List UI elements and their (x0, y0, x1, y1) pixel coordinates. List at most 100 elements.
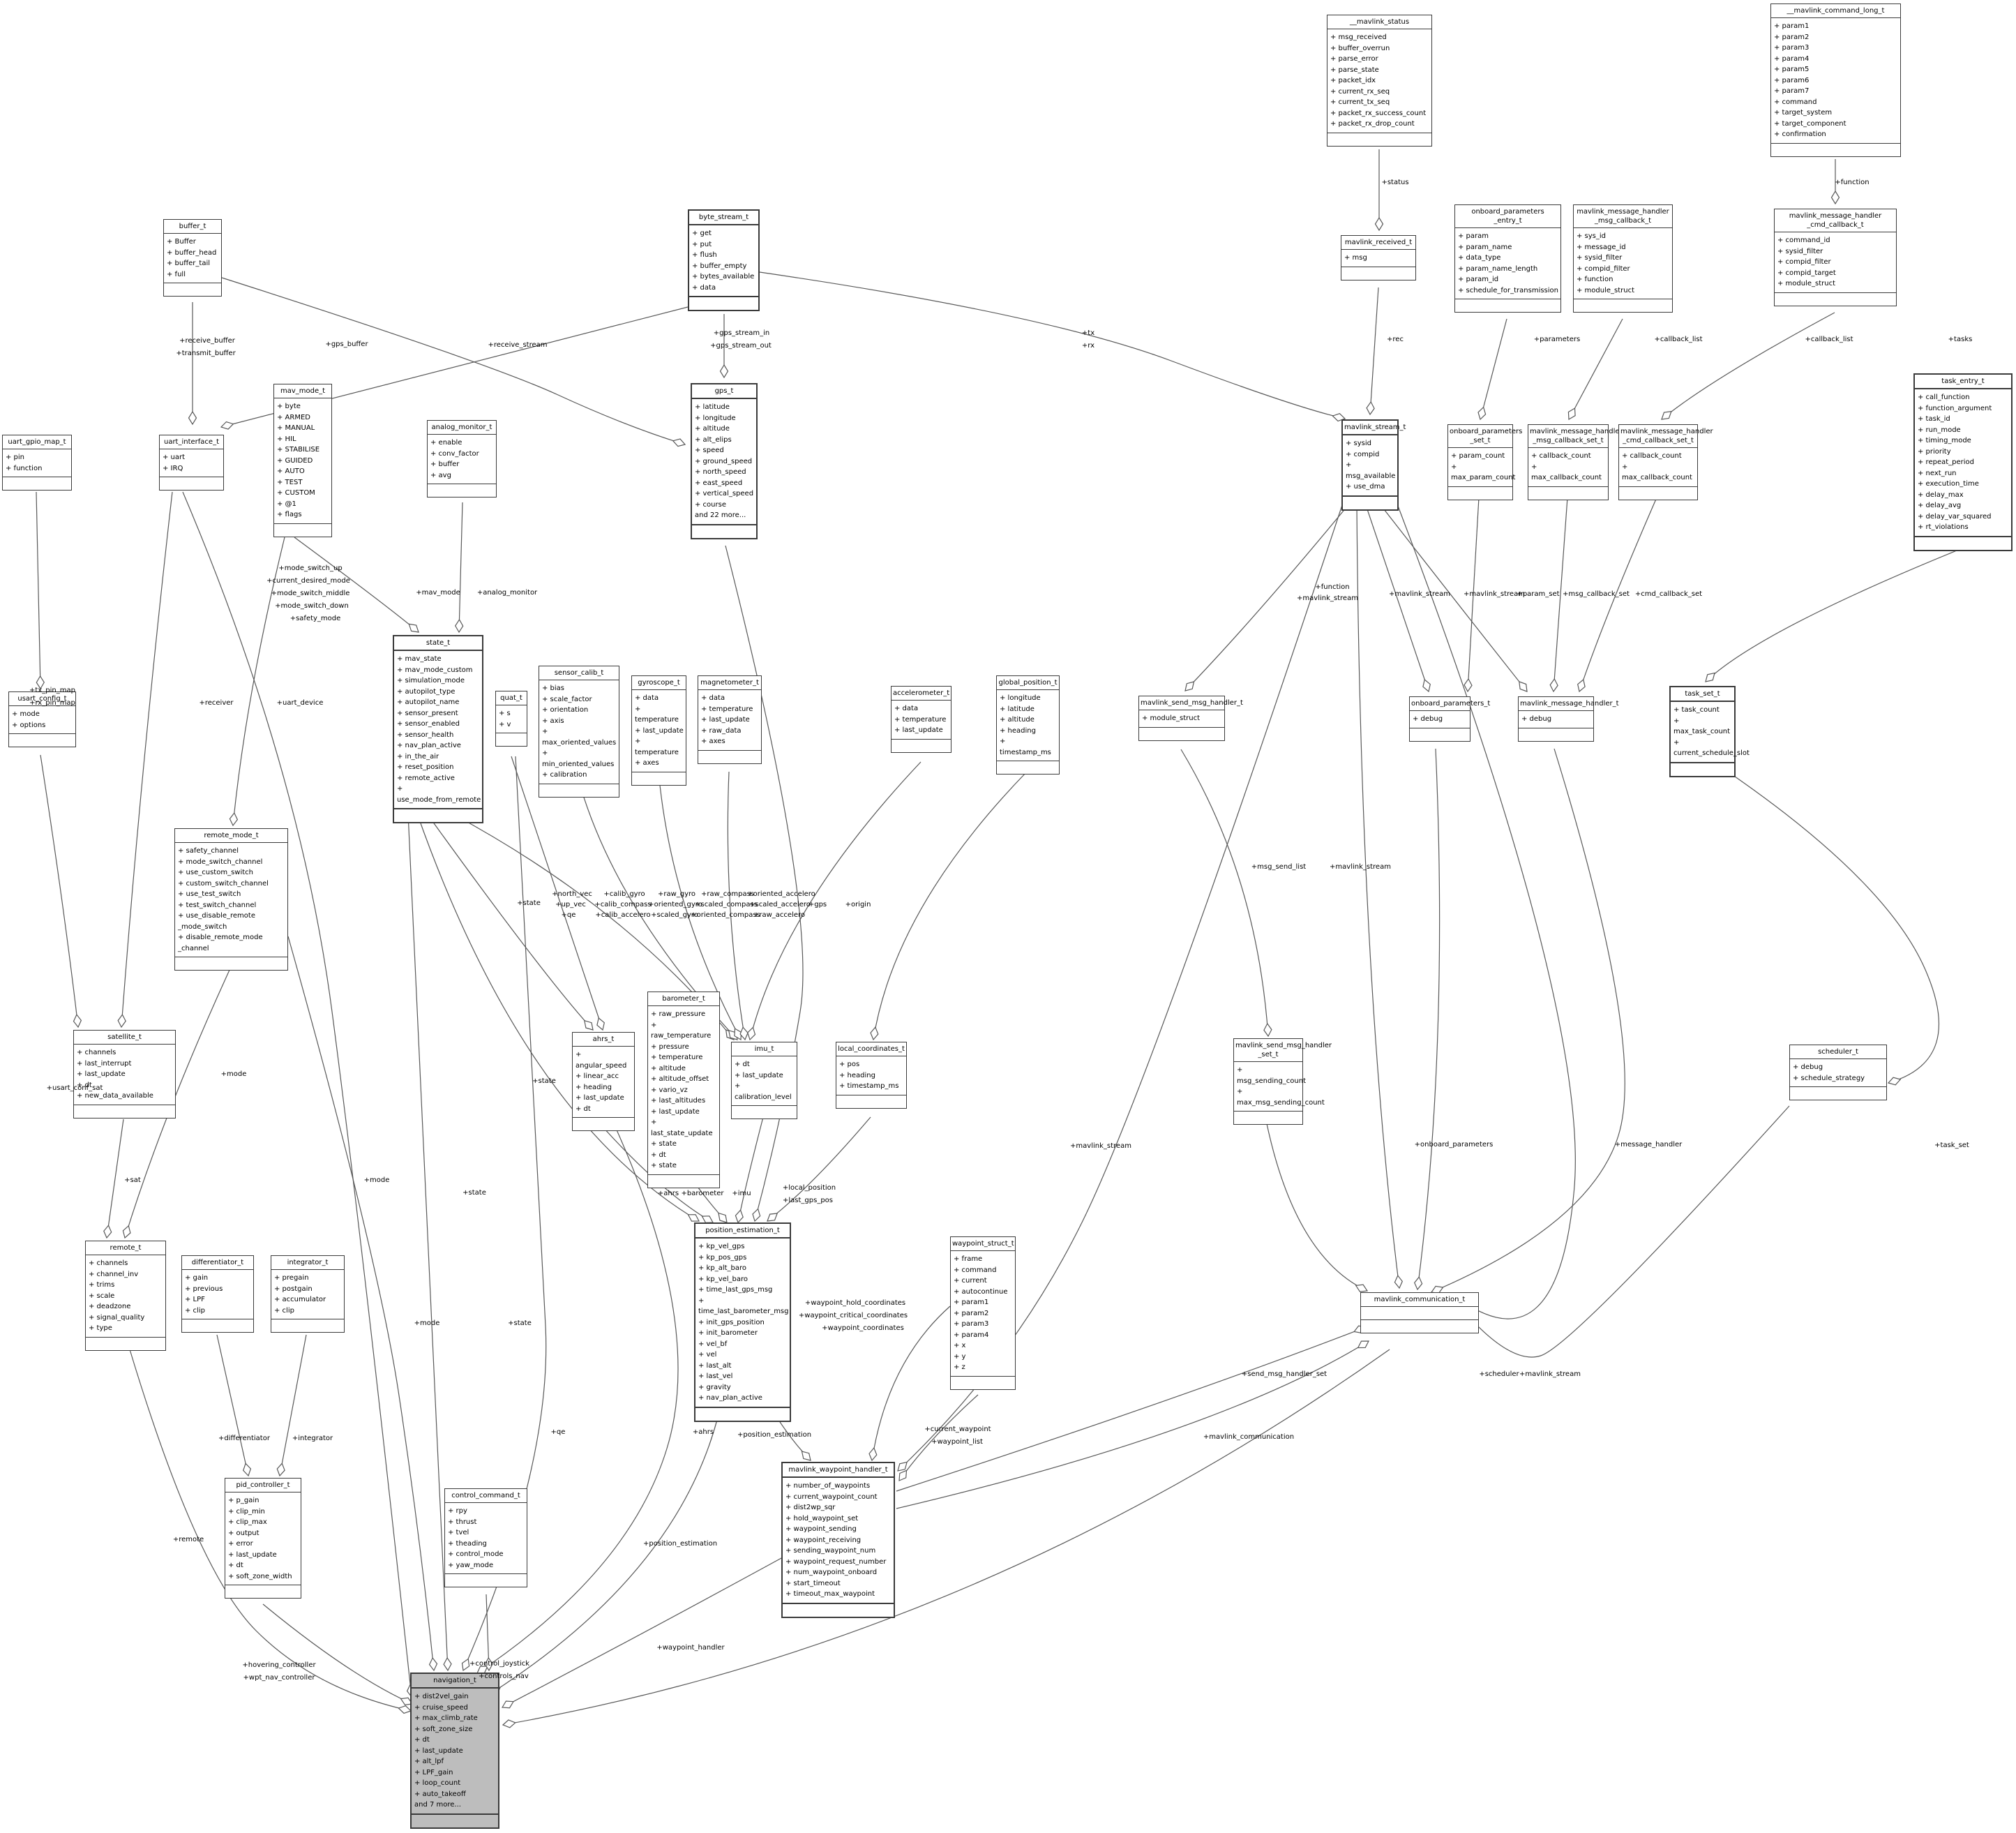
attribute-line: + debug (1793, 1063, 1823, 1071)
edge-label: +state (462, 1189, 486, 1197)
class-box-pid-controller-t[interactable]: pid_controller_t+ p_gain+ clip_min+ clip… (225, 1478, 301, 1599)
operations-compartment (496, 733, 527, 746)
attribute-line: + parse_state (1330, 66, 1379, 74)
class-box-mavlink-communication-t[interactable]: mavlink_communication_t (1360, 1292, 1479, 1333)
class-box-onboard-parameters-entry-t[interactable]: onboard_parameters _entry_t+ param+ para… (1454, 204, 1561, 313)
class-box-global-position-t[interactable]: global_position_t+ longitude+ latitude+ … (996, 675, 1060, 775)
class-box-mavlink-status[interactable]: __mavlink_status+ msg_received+ buffer_o… (1327, 15, 1432, 147)
connector-remote-t-to-navigation-t (129, 1349, 412, 1712)
aggregation-diamond-icon (1477, 406, 1487, 421)
attribute-line: + calibration_level (735, 1082, 792, 1101)
class-box-waypoint-struct-t[interactable]: waypoint_struct_t+ frame+ command+ curre… (950, 1236, 1016, 1390)
attribute-line: + start_timeout (785, 1579, 841, 1587)
class-box-analog-monitor-t[interactable]: analog_monitor_t+ enable+ conv_factor+ b… (427, 420, 497, 497)
class-box-byte-stream-t[interactable]: byte_stream_t+ get+ put+ flush+ buffer_e… (688, 209, 760, 311)
class-box-remote-mode-t[interactable]: remote_mode_t+ safety_channel+ mode_swit… (174, 828, 288, 971)
edge-label: +tasks (1948, 336, 1973, 343)
attribute-line: + target_component (1774, 119, 1846, 128)
attribute-list: + task_count+ max_task_count+ current_sc… (1671, 702, 1750, 763)
class-box-uart-gpio-map-t[interactable]: uart_gpio_map_t+ pin+ function (2, 435, 72, 491)
edge-label: +msg_send_list (1251, 863, 1307, 871)
class-box-mavlink-send-msg-handler-set-t[interactable]: mavlink_send_msg_handler _set_t+ msg_sen… (1233, 1038, 1332, 1125)
attribute-line: + use_mode_from_remote (397, 785, 481, 804)
attribute-line: + param2 (1774, 33, 1810, 41)
class-box-mavlink-message-handler-cmd-callback-t[interactable]: mavlink_message_handler _cmd_callback_t+… (1774, 209, 1897, 306)
class-box-position-estimation-t[interactable]: position_estimation_t+ kp_vel_gps+ kp_po… (694, 1222, 791, 1422)
class-box-onboard-parameters-t[interactable]: onboard_parameters_t+ debug (1409, 696, 1490, 742)
class-box-mavlink-message-handler-msg-callback-set-t[interactable]: mavlink_message_handler _msg_callback_se… (1528, 424, 1623, 500)
connector-mavlink-stream-t-to-onboard-parameters-t (1364, 502, 1429, 692)
operations-compartment (1775, 293, 1896, 306)
attribute-line: + timeout_max_waypoint (785, 1590, 875, 1598)
attribute-line: + kp_vel_baro (698, 1275, 749, 1283)
class-box-state-t[interactable]: state_t+ mav_state+ mav_mode_custom+ sim… (393, 635, 483, 823)
attribute-line: + sysid (1346, 440, 1372, 447)
class-box-mavlink-received-t[interactable]: mavlink_received_t+ msg (1341, 235, 1416, 280)
class-box-quat-t[interactable]: quat_t+ s+ v (495, 691, 527, 747)
connector-uart-gpio-map-t-to-usart-config-t (36, 491, 41, 689)
class-box-mav-mode-t[interactable]: mav_mode_t+ byte+ ARMED+ MANUAL+ HIL+ ST… (273, 384, 332, 537)
class-box-satellite-t[interactable]: satellite_t+ channels+ last_interrupt+ l… (73, 1030, 176, 1118)
class-box-differentiator-t[interactable]: differentiator_t+ gain+ previous+ LPF+ c… (181, 1255, 254, 1333)
attribute-list: + p_gain+ clip_min+ clip_max+ output+ er… (225, 1492, 301, 1585)
class-box-scheduler-t[interactable]: scheduler_t+ debug+ schedule_strategy (1789, 1045, 1887, 1100)
attribute-line: + time_last_gps_msg (698, 1286, 773, 1294)
class-box-mavlink-stream-t[interactable]: mavlink_stream_t+ sysid+ compid+ msg_ava… (1341, 419, 1406, 511)
class-box-imu-t[interactable]: imu_t+ dt+ last_update+ calibration_leve… (731, 1042, 797, 1119)
class-box-onboard-parameters-set-t[interactable]: onboard_parameters _set_t+ param_count+ … (1447, 424, 1522, 500)
attribute-line: + use_test_switch (178, 890, 241, 898)
class-box-gyroscope-t[interactable]: gyroscope_t+ data+ temperature+ last_upd… (631, 675, 686, 786)
edge-label: +waypoint_hold_coordinates (804, 1299, 906, 1307)
class-box-mavlink-waypoint-handler-t[interactable]: mavlink_waypoint_handler_t+ number_of_wa… (781, 1462, 895, 1618)
class-box-mavlink-message-handler-t[interactable]: mavlink_message_handler_t+ debug (1518, 696, 1619, 742)
class-box-barometer-t[interactable]: barometer_t+ raw_pressure+ raw_temperatu… (647, 992, 720, 1188)
class-box-task-entry-t[interactable]: task_entry_t+ call_function+ function_ar… (1913, 373, 2013, 551)
class-box-navigation-t[interactable]: navigation_t+ dist2vel_gain+ cruise_spee… (410, 1673, 499, 1829)
class-box-local-coordinates-t[interactable]: local_coordinates_t+ pos+ heading+ times… (836, 1042, 907, 1109)
class-title: mavlink_communication_t (1361, 1293, 1478, 1307)
attribute-line: + heading (1000, 726, 1036, 735)
aggregation-diamond-icon (1394, 1274, 1403, 1289)
class-box-uart-interface-t[interactable]: uart_interface_t+ uart+ IRQ (159, 435, 224, 491)
class-box-task-set-t[interactable]: task_set_t+ task_count+ max_task_count+ … (1669, 686, 1750, 777)
class-box-mavlink-message-handler-msg-callback-t[interactable]: mavlink_message_handler _msg_callback_t+… (1573, 204, 1673, 313)
class-box-accelerometer-t[interactable]: accelerometer_t+ data+ temperature+ last… (891, 686, 951, 753)
class-box-control-command-t[interactable]: control_command_t+ rpy+ thrust+ tvel+ th… (444, 1488, 527, 1587)
attribute-line: + frame (954, 1255, 983, 1263)
class-box-gps-t[interactable]: gps_t+ latitude+ longitude+ altitude+ al… (691, 383, 758, 539)
edge-label: +oriented_gyro (648, 901, 702, 908)
operations-compartment (445, 1574, 527, 1587)
attribute-line: + data (701, 694, 725, 702)
connector-mavlink-message-handler-cmd-callback-set-t-to-mavlink-message-handler-t (1579, 497, 1657, 692)
edge-label: +state (508, 1319, 532, 1327)
connector-task-set-t-to-scheduler-t (1710, 759, 1939, 1084)
attribute-line: + command_id (1777, 237, 1830, 244)
attribute-line: + last_update (576, 1094, 624, 1102)
class-box-usart-config-t[interactable]: usart_config_t+ mode+ options (8, 691, 76, 747)
connector-onboard-parameters-t-to-mavlink-communication-t (1417, 748, 1440, 1290)
class-box-magnetometer-t[interactable]: magnetometer_t+ data+ temperature+ last_… (698, 675, 762, 764)
attribute-line: + max_oriented_values (542, 728, 617, 747)
attribute-line: and 22 more... (695, 511, 746, 519)
class-box-mavlink-message-handler-cmd-callback-set-t[interactable]: mavlink_message_handler _cmd_callback_se… (1618, 424, 1713, 500)
connector-onboard-parameters-entry-t-to-onboard-parameters-set-t (1480, 318, 1507, 420)
class-title: satellite_t (74, 1031, 175, 1045)
operations-compartment (698, 751, 761, 763)
class-box-integrator-t[interactable]: integrator_t+ pregain+ postgain+ accumul… (271, 1255, 345, 1333)
edge-label: +receive_buffer (179, 337, 235, 345)
attribute-line: + compid (1346, 450, 1380, 458)
class-box-ahrs-t[interactable]: ahrs_t+ angular_speed+ linear_acc+ headi… (572, 1032, 635, 1131)
attribute-line: + last_update (414, 1746, 463, 1755)
connector-usart-config-t-to-satellite-t (40, 754, 79, 1028)
class-box-buffer-t[interactable]: buffer_t+ Buffer+ buffer_head+ buffer_ta… (163, 219, 222, 297)
class-box-remote-t[interactable]: remote_t+ channels+ channel_inv+ trims+ … (85, 1241, 166, 1351)
attribute-line: + altitude (1000, 716, 1035, 724)
edge-label: +mode_switch_down (275, 602, 349, 610)
class-box-sensor-calib-t[interactable]: sensor_calib_t+ bias+ scale_factor+ orie… (539, 666, 619, 798)
operations-compartment (1234, 1112, 1302, 1124)
class-box-mavlink-send-msg-handler-t[interactable]: mavlink_send_msg_handler_t+ module_struc… (1138, 696, 1243, 741)
aggregation-diamond-icon (1374, 216, 1384, 232)
operations-compartment (1528, 487, 1608, 500)
attribute-line: + param5 (1774, 66, 1810, 73)
class-box-mavlink-command-long-t[interactable]: __mavlink_command_long_t+ param1+ param2… (1770, 3, 1901, 157)
